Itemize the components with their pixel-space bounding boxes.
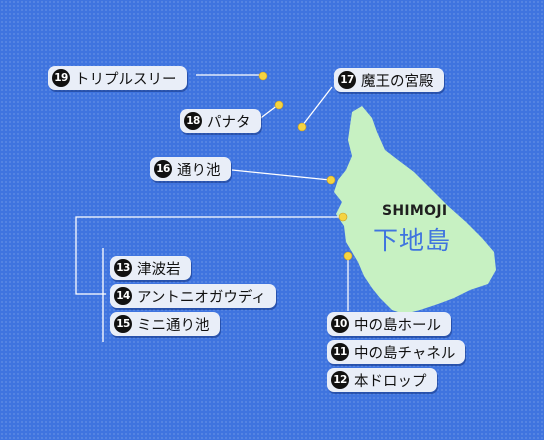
spot-number-badge: 17 [338,71,356,89]
shimoji-island [334,106,496,314]
marker-10-12[interactable] [343,251,353,261]
spot-number-badge: 16 [154,160,172,178]
site-markers [258,71,353,261]
spot-label-18[interactable]: 18 パナタ [180,109,261,133]
spot-name: アントニオガウディ [137,289,266,306]
spot-label-19[interactable]: 19 トリプルスリー [48,66,187,90]
marker-17[interactable] [297,122,307,132]
island-name-jp: 下地島 [373,226,452,255]
marker-18[interactable] [274,100,284,110]
spot-name: 通り池 [177,162,221,179]
spot-label-11[interactable]: 11 中の島チャネル [327,340,466,364]
spot-number-badge: 12 [331,371,349,389]
spot-label-13[interactable]: 13 津波岩 [110,256,191,280]
marker-19[interactable] [258,71,268,81]
spot-label-16[interactable]: 16 通り池 [150,157,231,181]
spot-label-14[interactable]: 14 アントニオガウディ [110,284,276,308]
spot-name: 魔王の宮殿 [361,73,434,90]
spot-label-10[interactable]: 10 中の島ホール [327,312,451,336]
spot-number-badge: 15 [114,315,132,333]
spot-name: パナタ [207,114,251,131]
spot-name: トリプルスリー [75,71,177,88]
spot-label-15[interactable]: 15 ミニ通り池 [110,312,220,336]
spot-number-badge: 19 [52,69,70,87]
spot-number-badge: 14 [114,287,132,305]
spot-label-17[interactable]: 17 魔王の宮殿 [334,68,444,92]
island-name-en: SHIMOJI [382,203,448,219]
spot-number-badge: 13 [114,259,132,277]
marker-13-15[interactable] [338,212,348,222]
spot-number-badge: 11 [331,343,349,361]
spot-name: 津波岩 [137,261,181,278]
spot-name: 中の島ホール [354,317,441,334]
spot-name: 本ドロップ [354,373,427,390]
spot-name: ミニ通り池 [137,317,210,334]
spot-number-badge: 10 [331,315,349,333]
spot-label-12[interactable]: 12 本ドロップ [327,368,437,392]
spot-name: 中の島チャネル [354,345,456,362]
leader-lines [75,74,349,342]
marker-16[interactable] [326,175,336,185]
spot-number-badge: 18 [184,112,202,130]
